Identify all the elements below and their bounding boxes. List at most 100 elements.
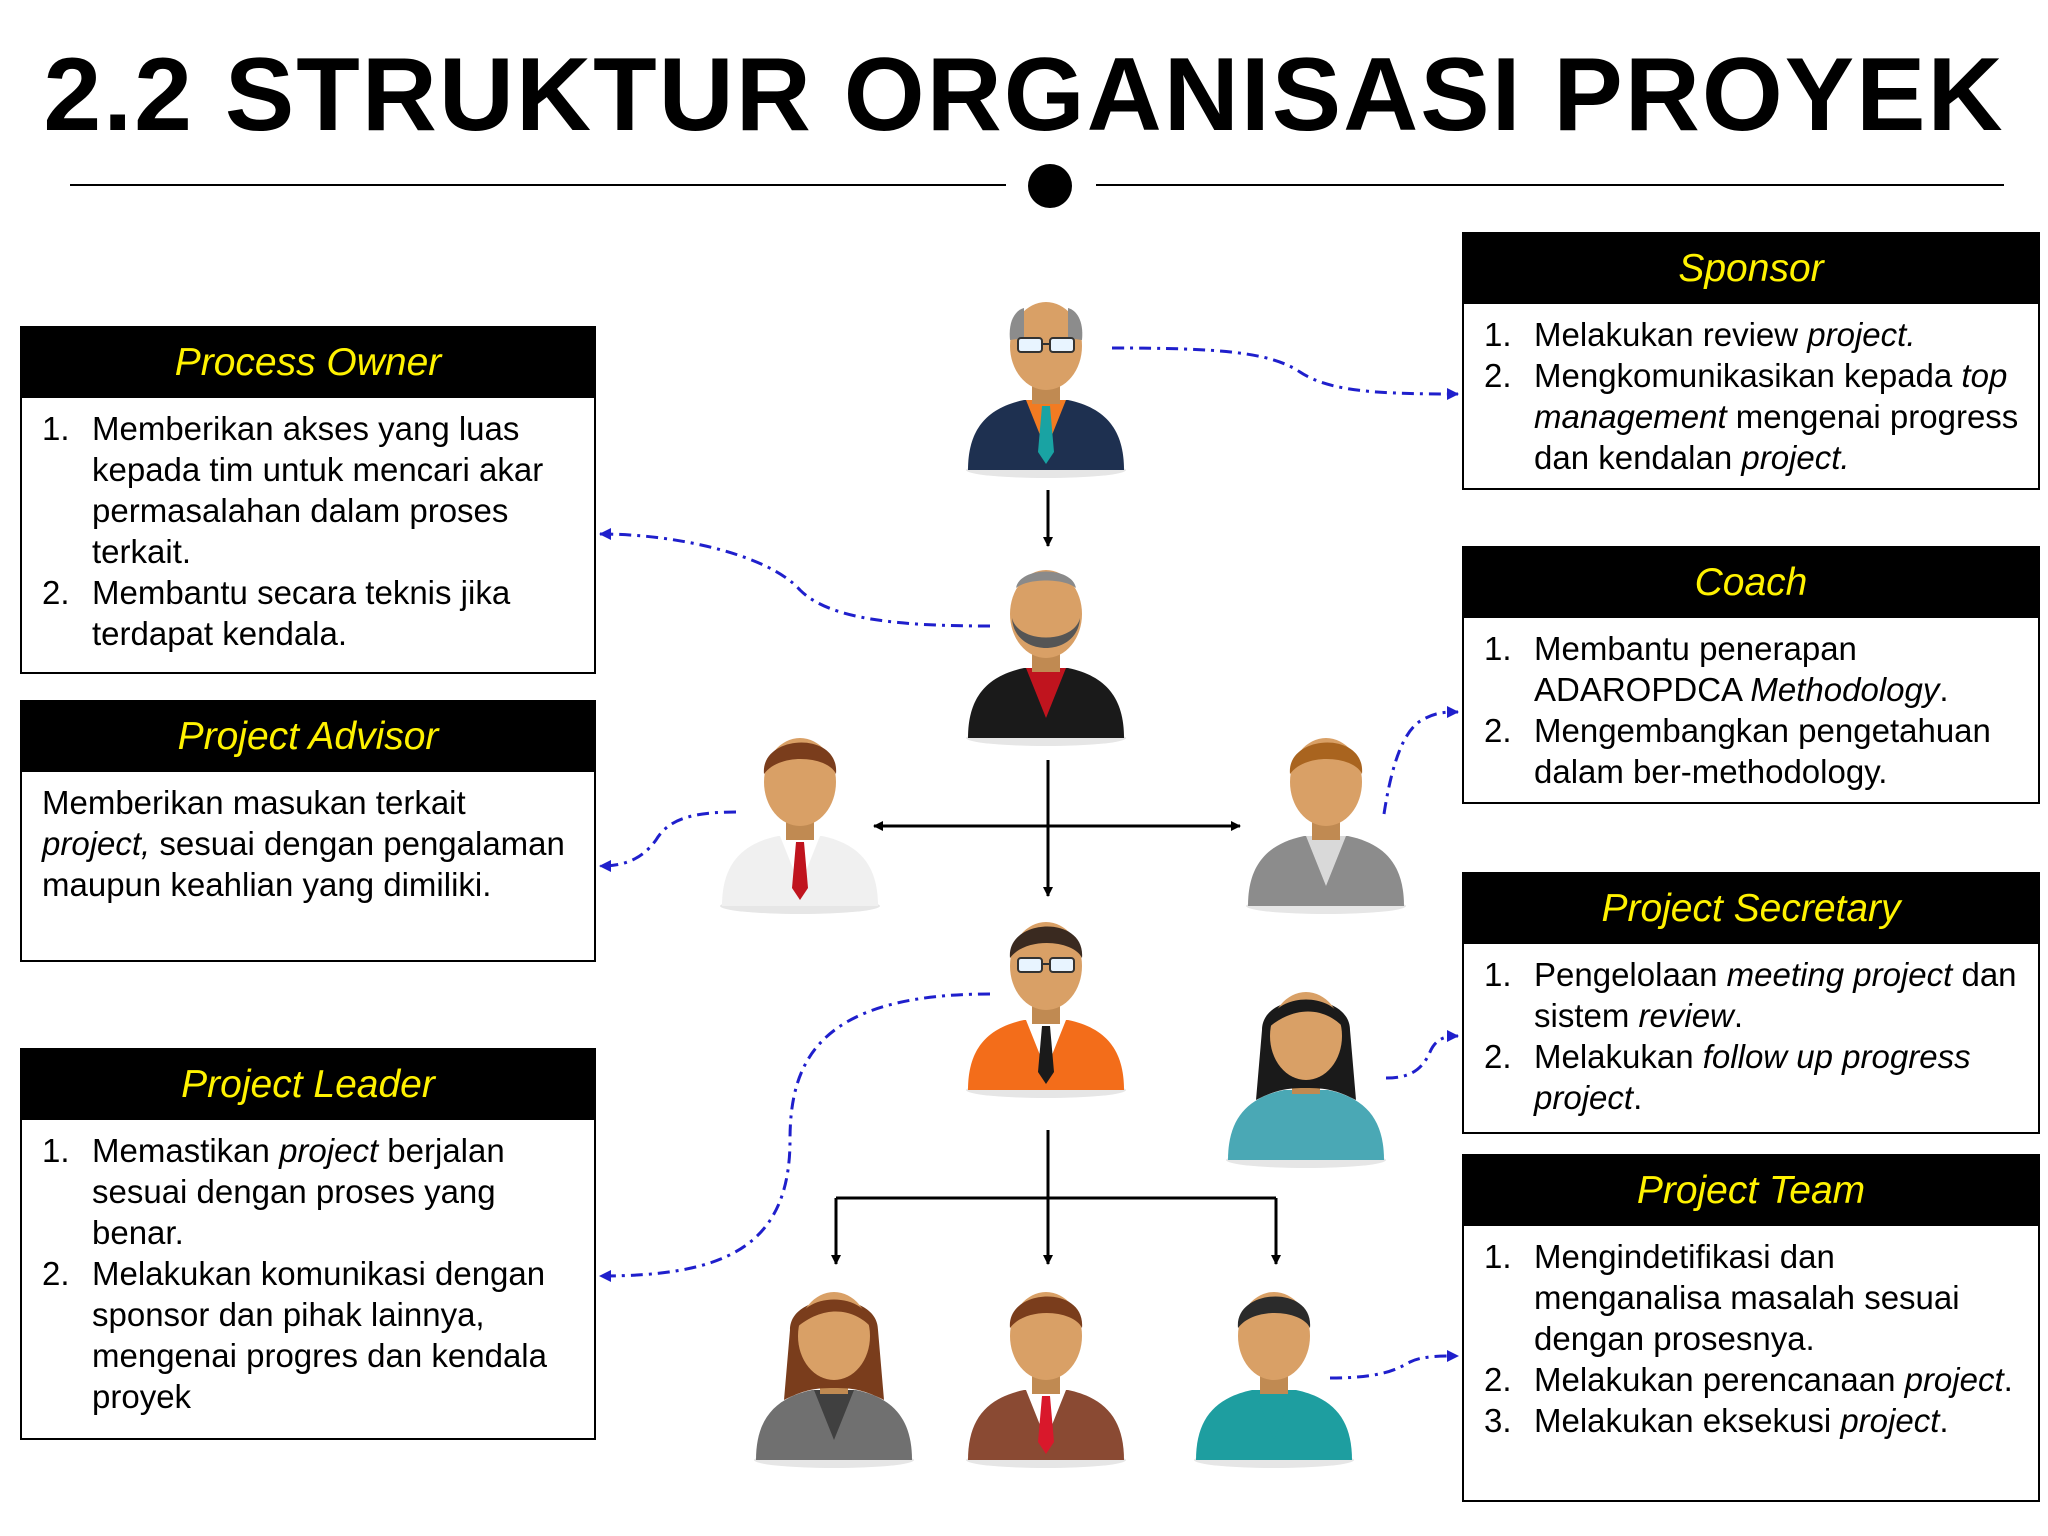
- link-project-secretary: [1385, 1030, 1459, 1080]
- list-number: 2.: [1484, 357, 1512, 394]
- project-team-member-3-avatar: [1174, 1270, 1374, 1470]
- role-links: [599, 346, 1459, 1380]
- project-secretary-title: Project Secretary: [1464, 874, 2038, 944]
- project-advisor-box: Project Advisor Memberikan masukan terka…: [20, 700, 596, 962]
- project-advisor-avatar: [700, 716, 900, 916]
- avatar-shirt: [1026, 668, 1066, 718]
- project-team-member-2-avatar: [946, 1270, 1146, 1470]
- sponsor-title: Sponsor: [1464, 234, 2038, 304]
- text-run: Mengkomunikasikan kepada: [1534, 357, 1962, 394]
- text-run: Pengelolaan: [1534, 956, 1727, 993]
- person-grey-suit-icon: [1246, 738, 1406, 914]
- text-run: Melakukan review: [1534, 316, 1808, 353]
- list-number: 2.: [1484, 712, 1512, 749]
- avatar-hair: [1289, 742, 1363, 774]
- coach-list: 1. Membantu penerapan ADAROPDCA Methodolo…: [1484, 628, 2020, 792]
- avatar-glasses: [1049, 337, 1075, 353]
- avatar-glasses: [1049, 957, 1075, 973]
- text-run: sesuai dengan pengalaman maupun keahlian…: [42, 825, 565, 903]
- project-team-box: Project Team 1.Mengindetifikasi dan meng…: [1462, 1154, 2040, 1502]
- text-run: top management: [1534, 357, 2008, 435]
- project-leader-list: 1.Memastikan project berjalan sesuai den…: [42, 1130, 576, 1417]
- text-run: follow up progress project: [1534, 1038, 1971, 1116]
- project-leader-box: Project Leader 1.Memastikan project berj…: [20, 1048, 596, 1440]
- man-brown-suit-icon: [966, 1292, 1126, 1468]
- list-item: 2. Melakukan komunikasi dengan sponsor da…: [42, 1253, 576, 1417]
- text-run: Melakukan komunikasi dengan sponsor dan …: [92, 1255, 547, 1415]
- text-run: project: [1840, 1402, 1940, 1439]
- avatar-glasses: [1017, 957, 1043, 973]
- avatar-beard: [1012, 618, 1080, 648]
- woman-teal-shirt-icon: [1226, 992, 1386, 1168]
- avatar-shirt: [1286, 1090, 1326, 1140]
- businessman-orange-suit-icon: [966, 922, 1126, 1098]
- text-run: Mengembangkan pengetahuan dalam ber-meth…: [1534, 712, 1991, 790]
- list-text: Mengembangkan pengetahuan dalam ber-meth…: [1534, 710, 2020, 792]
- list-text: Pengelolaan meeting project dan sistem r…: [1534, 954, 2020, 1036]
- avatar-tie: [792, 842, 808, 900]
- woman-grey-suit-icon: [754, 1292, 914, 1468]
- avatar-hair: [796, 1299, 872, 1328]
- link-project-team: [1329, 1350, 1459, 1380]
- process-owner-avatar: [946, 548, 1146, 748]
- sponsor-avatar: [946, 280, 1146, 480]
- text-run: mengenai progress dan kendalan: [1534, 398, 2019, 476]
- link-process-owner: [599, 528, 991, 628]
- sponsor-box: Sponsor 1. Melakukan review project. 2. Men…: [1462, 232, 2040, 490]
- coach-avatar: [1226, 716, 1426, 916]
- process-owner-title: Process Owner: [22, 328, 594, 398]
- list-number: 1.: [1484, 630, 1512, 667]
- list-item: 1.Memastikan project berjalan sesuai den…: [42, 1130, 576, 1253]
- avatar-hair: [1009, 308, 1024, 340]
- list-number: 1.: [1484, 956, 1512, 993]
- project-advisor-title: Project Advisor: [22, 702, 594, 772]
- text-run: Membantu penerapan ADAROPDCA: [1534, 630, 1857, 708]
- list-item: 1. Pengelolaan meeting project dan sistem…: [1484, 954, 2020, 1036]
- process-owner-list: 1.Memberikan akses yang luas kepada tim …: [42, 408, 576, 654]
- title-rule-left: [70, 184, 1006, 186]
- list-item: 1. Melakukan review project.: [1484, 314, 2020, 355]
- list-item: 2. Membantu secara teknis jika terdapat k…: [42, 572, 576, 654]
- list-item: 2.Melakukan perencanaan project.: [1484, 1359, 2020, 1400]
- text-run: project: [1904, 1361, 2004, 1398]
- avatar-hair: [1009, 1296, 1083, 1328]
- avatar-hair: [1009, 926, 1083, 958]
- text-run: Methodology: [1750, 671, 1940, 708]
- list-text: Membantu penerapan ADAROPDCA Methodology…: [1534, 628, 2020, 710]
- project-advisor-text: Memberikan masukan terkait project, sesu…: [42, 782, 576, 905]
- businessman-beard-icon: [966, 570, 1126, 746]
- list-item: 3. Melakukan eksekusi project.: [1484, 1400, 2020, 1441]
- link-coach: [1382, 706, 1459, 815]
- sponsor-list: 1. Melakukan review project. 2. Mengkomunik…: [1484, 314, 2020, 478]
- avatar-hair: [1237, 1296, 1311, 1328]
- list-item: 2. Mengkomunikasikan kepada top managemen…: [1484, 355, 2020, 478]
- process-owner-box: Process Owner 1.Memberikan akses yang lu…: [20, 326, 596, 674]
- list-text: Melakukan eksekusi project.: [1534, 1400, 2020, 1441]
- list-number: 2.: [42, 574, 70, 611]
- list-item: 2.Melakukan follow up progress project.: [1484, 1036, 2020, 1118]
- list-number: 1.: [1484, 316, 1512, 353]
- text-run: project: [279, 1132, 379, 1169]
- avatar-hair: [763, 742, 837, 774]
- text-run: Mengindetifikasi dan menganalisa masalah…: [1534, 1238, 1960, 1357]
- text-run: .: [1733, 997, 1744, 1034]
- avatar-hair: [1068, 308, 1083, 340]
- project-team-title: Project Team: [1464, 1156, 2038, 1226]
- project-leader-title: Project Leader: [22, 1050, 594, 1120]
- list-text: Membantu secara teknis jika terdapat ken…: [92, 572, 576, 654]
- avatar-glasses: [1017, 337, 1043, 353]
- coach-title: Coach: [1464, 548, 2038, 618]
- list-number: 3.: [1484, 1402, 1512, 1439]
- avatar-tie: [1038, 1026, 1054, 1084]
- link-project-advisor: [599, 810, 737, 872]
- title-rule-dot: [1028, 164, 1072, 208]
- text-run: .: [1939, 671, 1949, 708]
- businessman-glasses-icon: [966, 302, 1126, 478]
- avatar-hair: [1268, 999, 1344, 1028]
- list-text: Mengindetifikasi dan menganalisa masalah…: [1534, 1236, 2020, 1359]
- list-number: 2.: [42, 1255, 70, 1292]
- avatar-tie: [1038, 1396, 1054, 1454]
- list-number: 1.: [42, 1132, 70, 1169]
- text-run: project.: [1807, 316, 1916, 353]
